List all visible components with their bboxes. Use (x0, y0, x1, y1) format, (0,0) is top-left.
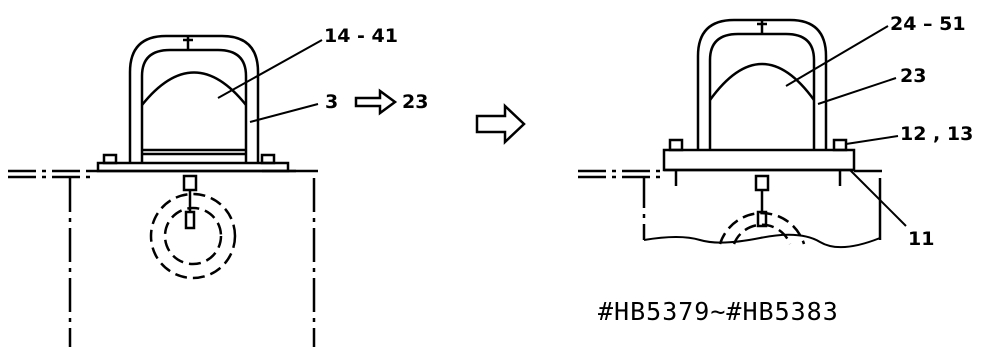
right-label-plate: 11 (908, 228, 934, 250)
right-dashed-arc-outer (718, 211, 806, 245)
right-view (578, 18, 907, 249)
left-bolt-1 (102, 153, 118, 165)
replace-arrow-icon (354, 88, 398, 116)
left-label-replace-to: 23 (402, 91, 428, 113)
right-stem-nut (754, 174, 770, 192)
right-leader-fasteners (845, 135, 899, 145)
right-leader-frame (817, 77, 897, 105)
left-dashed-circle-outer (149, 192, 237, 280)
left-leader-replace (249, 103, 319, 123)
left-label-replace-from: 3 (325, 91, 338, 113)
right-leader-plate (849, 169, 907, 227)
right-bolt-2 (832, 138, 848, 152)
right-break-line (643, 233, 881, 249)
right-bolt-1 (668, 138, 684, 152)
part-numbers-label: #HB5379~#HB5383 (598, 297, 839, 326)
right-dome-part (708, 62, 816, 101)
left-u-bracket (128, 34, 260, 163)
right-dashed-arc-inner (732, 223, 792, 245)
right-label-fasteners: 12 , 13 (900, 123, 973, 145)
left-bolt-2 (260, 153, 276, 165)
left-stem-nut (182, 174, 198, 192)
right-leader-part-range (785, 25, 889, 87)
left-label-part-range: 14 - 41 (324, 25, 398, 47)
left-leader-part-range (217, 39, 323, 99)
right-label-part-range: 24 – 51 (890, 13, 966, 35)
left-dome-part (141, 71, 247, 106)
transition-arrow-icon (475, 103, 526, 145)
right-thick-plate (662, 148, 856, 172)
left-view (8, 34, 323, 347)
left-dashed-circle-inner (163, 206, 223, 266)
right-label-frame: 23 (900, 65, 926, 87)
